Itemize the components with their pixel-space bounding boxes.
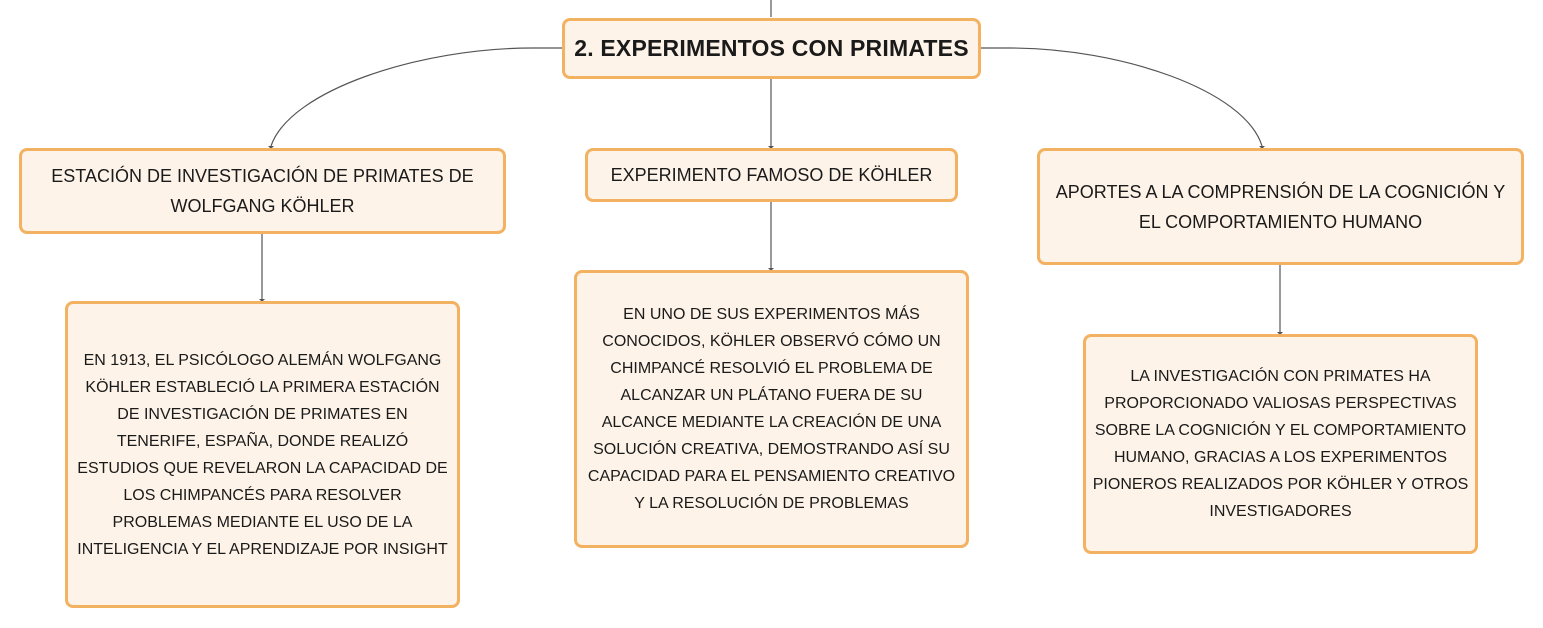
detail-node-wolfgang-kohler-station[interactable]: EN 1913, EL PSICÓLOGO ALEMÁN WOLFGANG KÖ…: [65, 301, 460, 608]
topic-node-famous-experiment[interactable]: EXPERIMENTO FAMOSO DE KÖHLER: [585, 148, 958, 202]
detail-text: LA INVESTIGACIÓN CON PRIMATES HA PROPORC…: [1092, 368, 1469, 520]
detail-text: EN UNO DE SUS EXPERIMENTOS MÁS CONOCIDOS…: [587, 306, 956, 512]
arrowhead-detail-2: [768, 268, 774, 271]
connector-root-to-topic-1: [270, 47, 562, 147]
connector-root-to-topic-3: [981, 47, 1263, 147]
detail-text: EN 1913, EL PSICÓLOGO ALEMÁN WOLFGANG KÖ…: [77, 351, 448, 558]
arrowhead-topic-3: [1259, 146, 1265, 149]
topic-node-contributions[interactable]: APORTES A LA COMPRENSIÓN DE LA COGNICIÓN…: [1037, 148, 1524, 265]
topic-label: ESTACIÓN DE INVESTIGACIÓN DE PRIMATES DE…: [51, 166, 474, 216]
arrowhead-topic-1: [268, 146, 274, 149]
root-label: 2. EXPERIMENTOS CON PRIMATES: [574, 35, 969, 61]
topic-node-wolfgang-kohler-station[interactable]: ESTACIÓN DE INVESTIGACIÓN DE PRIMATES DE…: [19, 148, 506, 234]
topic-label: EXPERIMENTO FAMOSO DE KÖHLER: [610, 165, 933, 185]
detail-node-contributions[interactable]: LA INVESTIGACIÓN CON PRIMATES HA PROPORC…: [1083, 334, 1478, 554]
arrowhead-detail-1: [259, 299, 265, 302]
arrowhead-detail-3: [1277, 332, 1283, 335]
arrowhead-topic-2: [768, 146, 774, 149]
detail-node-famous-experiment[interactable]: EN UNO DE SUS EXPERIMENTOS MÁS CONOCIDOS…: [574, 270, 969, 548]
topic-label: APORTES A LA COMPRENSIÓN DE LA COGNICIÓN…: [1055, 181, 1506, 232]
root-node[interactable]: 2. EXPERIMENTOS CON PRIMATES: [562, 18, 981, 79]
